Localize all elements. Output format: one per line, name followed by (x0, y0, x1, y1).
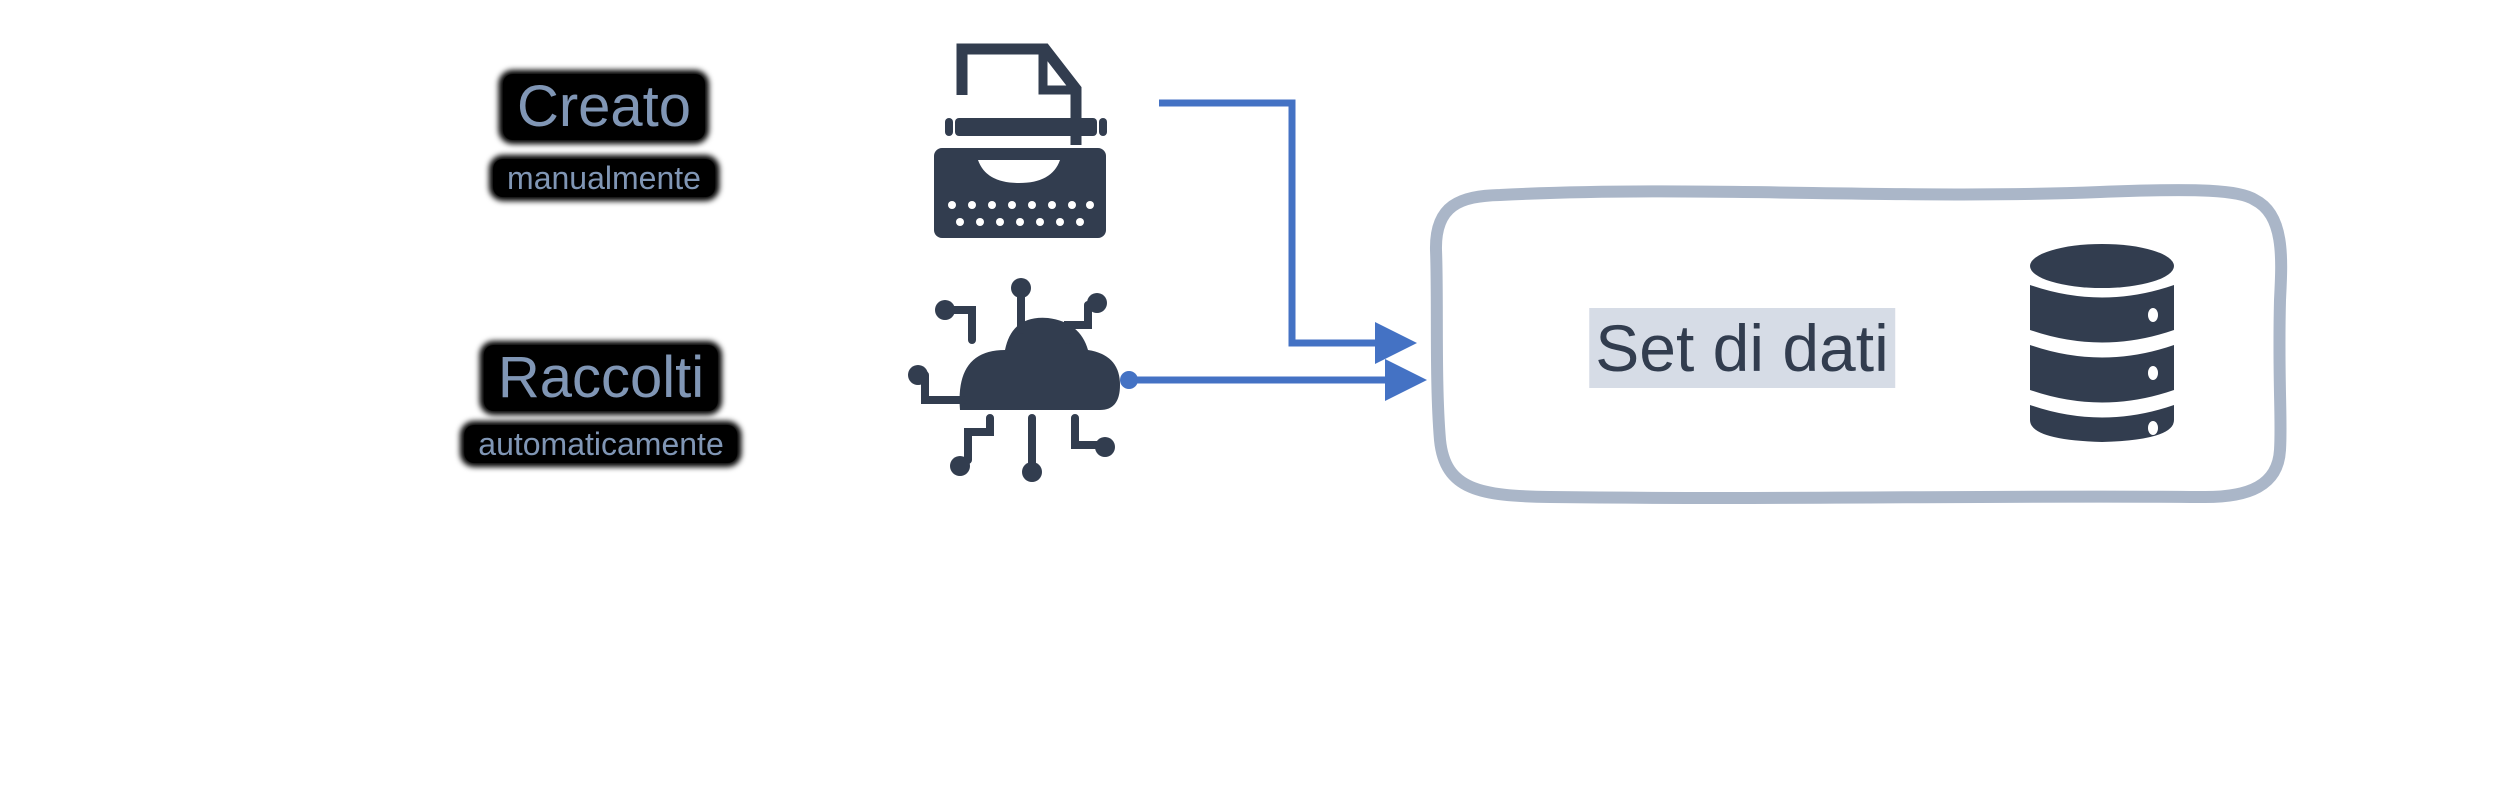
typewriter-icon (934, 43, 1107, 238)
arrow-manual-to-dataset (1159, 99, 1417, 364)
database-icon (2030, 244, 2174, 442)
source-title-auto: Raccolti (483, 345, 719, 411)
source-subtitle-manual: manualmente (493, 159, 715, 197)
source-subtitle-auto: automaticamente (464, 425, 738, 463)
cloud-network-icon (908, 278, 1120, 482)
source-title-manual: Creato (502, 74, 706, 140)
dataset-label: Set di dati (1589, 308, 1895, 388)
